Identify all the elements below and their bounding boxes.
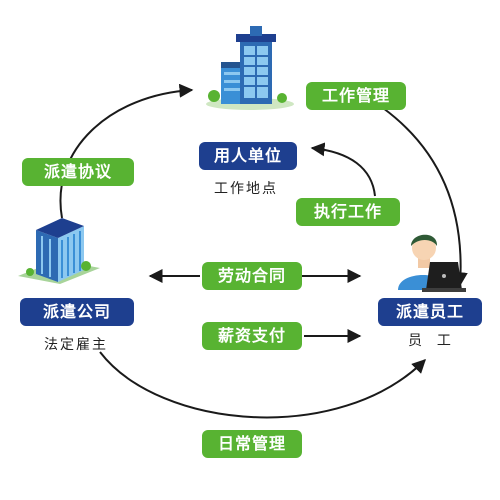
salary-payment-label: 薪资支付 — [202, 322, 302, 350]
dispatched-employee-subtitle: 员 工 — [408, 333, 453, 349]
arrow-daily-management — [99, 351, 426, 419]
arrow-dispatch-agreement — [59, 83, 194, 219]
user-unit-subtitle: 工作地点 — [214, 181, 278, 197]
arrow-perform-work — [310, 142, 376, 197]
dispatch-company-subtitle: 法定雇主 — [44, 337, 108, 353]
office-building-icon — [206, 26, 294, 110]
worker-laptop-icon — [398, 234, 466, 292]
dispatched-employee-label: 派遣员工 — [378, 298, 482, 326]
dispatch-company-label: 派遣公司 — [20, 298, 134, 326]
work-management-label: 工作管理 — [306, 82, 406, 110]
perform-work-label: 执行工作 — [296, 198, 400, 226]
labor-contract-label: 劳动合同 — [202, 262, 302, 290]
dispatch-agreement-label: 派遣协议 — [22, 158, 134, 186]
arrow-work-management — [382, 107, 468, 287]
daily-management-label: 日常管理 — [202, 430, 302, 458]
tower-building-icon — [18, 218, 100, 284]
user-unit-label: 用人单位 — [199, 142, 297, 170]
